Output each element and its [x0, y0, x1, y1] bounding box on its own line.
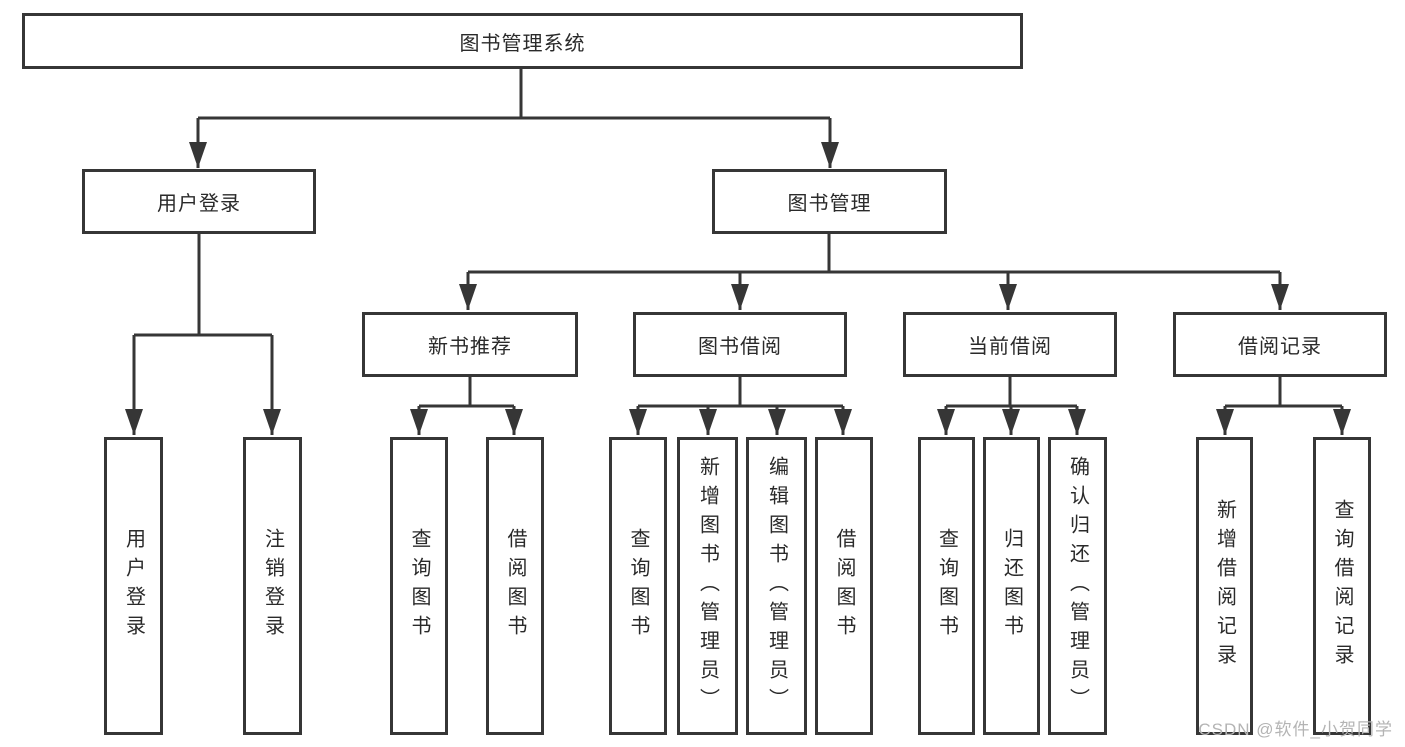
leaf-record-add-borrow-record-label: 新增借阅记录	[1213, 499, 1236, 673]
csdn-watermark: CSDN @软件_小贺同学	[1198, 720, 1393, 739]
node-new-book-recommend-label: 新书推荐	[428, 336, 512, 358]
leaf-borrow-query-books: 查询图书	[609, 437, 667, 735]
node-current-borrow-label: 当前借阅	[968, 336, 1052, 358]
leaf-logout: 注销登录	[243, 437, 302, 735]
leaf-rec-borrow-books-label: 借阅图书	[504, 528, 526, 644]
leaf-logout-label: 注销登录	[261, 528, 284, 644]
node-user-login-label: 用户登录	[157, 193, 241, 215]
connector-rec-to-leaves	[410, 377, 523, 435]
leaf-record-query-borrow-record-label: 查询借阅记录	[1331, 499, 1353, 673]
leaf-record-query-borrow-record: 查询借阅记录	[1313, 437, 1371, 735]
node-new-book-recommend: 新书推荐	[362, 312, 578, 377]
leaf-rec-borrow-books: 借阅图书	[486, 437, 544, 735]
node-root: 图书管理系统	[22, 13, 1023, 69]
leaf-current-confirm-return-admin: 确认归还（管理员）	[1048, 437, 1107, 735]
node-user-login: 用户登录	[82, 169, 316, 234]
leaf-borrow-edit-books-admin: 编辑图书（管理员）	[746, 437, 807, 735]
leaf-borrow-borrow-books-label: 借阅图书	[833, 528, 855, 644]
connector-record-to-leaves	[1216, 377, 1351, 435]
connector-mgmt-to-level3	[459, 234, 1289, 310]
leaf-record-add-borrow-record: 新增借阅记录	[1196, 437, 1253, 735]
node-book-borrow-label: 图书借阅	[698, 336, 782, 358]
node-book-management-label: 图书管理	[787, 193, 872, 215]
node-book-management: 图书管理	[712, 169, 947, 234]
node-book-borrow: 图书借阅	[633, 312, 847, 377]
node-borrow-record: 借阅记录	[1173, 312, 1387, 377]
connector-current-to-leaves	[937, 377, 1086, 435]
leaf-user-login-label: 用户登录	[122, 528, 145, 644]
leaf-current-query-books: 查询图书	[918, 437, 975, 735]
connector-login-to-leaves	[125, 234, 281, 435]
leaf-borrow-add-books-admin: 新增图书（管理员）	[677, 437, 738, 735]
leaf-current-confirm-return-admin-label: 确认归还（管理员）	[1066, 455, 1089, 717]
leaf-borrow-edit-books-admin-label: 编辑图书（管理员）	[765, 455, 788, 717]
leaf-borrow-borrow-books: 借阅图书	[815, 437, 873, 735]
leaf-borrow-query-books-label: 查询图书	[627, 528, 649, 644]
leaf-rec-query-books: 查询图书	[390, 437, 448, 735]
node-current-borrow: 当前借阅	[903, 312, 1117, 377]
connector-root-to-level2	[189, 68, 839, 168]
leaf-rec-query-books-label: 查询图书	[408, 528, 430, 644]
leaf-current-return-books-label: 归还图书	[1000, 528, 1023, 644]
leaf-current-return-books: 归还图书	[983, 437, 1040, 735]
leaf-current-query-books-label: 查询图书	[935, 528, 958, 644]
leaf-borrow-add-books-admin-label: 新增图书（管理员）	[696, 455, 719, 717]
node-root-label: 图书管理系统	[459, 32, 586, 55]
connector-borrow-to-leaves	[629, 377, 852, 435]
leaf-user-login: 用户登录	[104, 437, 163, 735]
node-borrow-record-label: 借阅记录	[1238, 336, 1322, 358]
